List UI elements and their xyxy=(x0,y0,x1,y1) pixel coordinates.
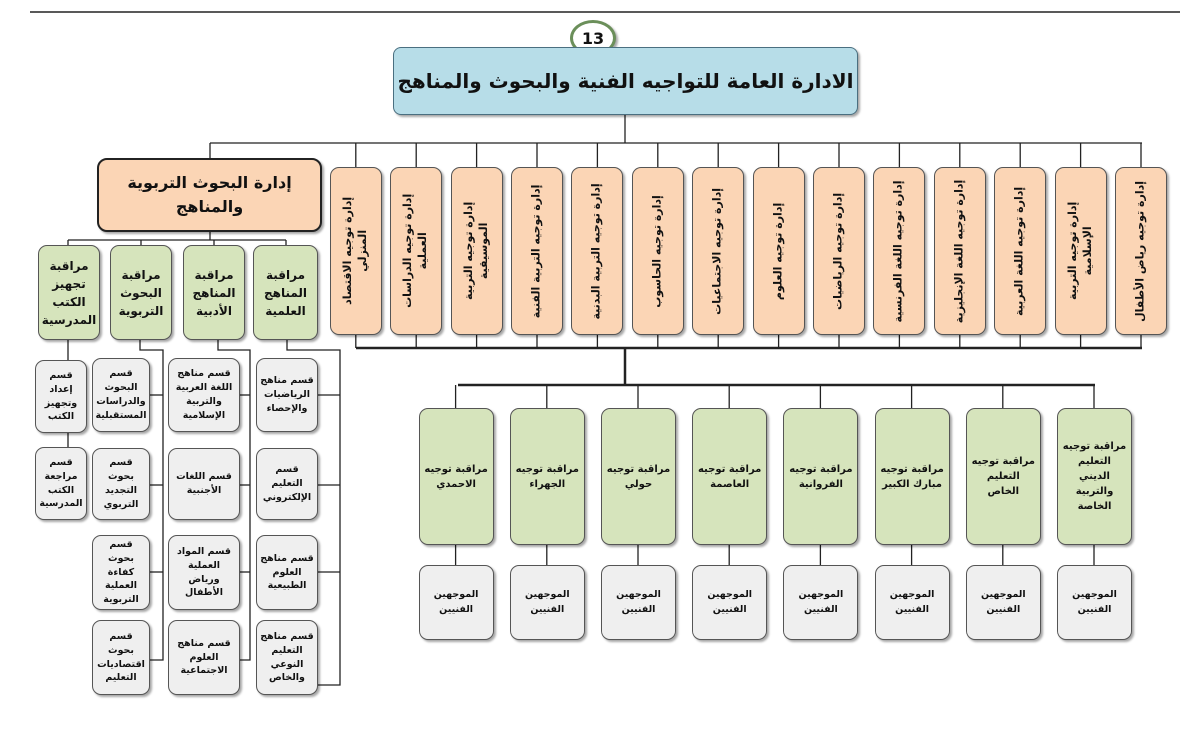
section-box: قسم بحوث كفاءة العملية التربوية xyxy=(92,535,150,610)
technical-supervisors-box: الموجهين الفنيين xyxy=(692,565,768,640)
guidance-department-box: إدارة توجيه الاقتصاد المنزلي xyxy=(329,167,382,335)
guidance-department-box: إدارة توجيه العلوم xyxy=(752,167,805,335)
guidance-department-box: إدارة توجيه التربية الفنية xyxy=(511,167,563,335)
label: إدارة توجيه الرياضيات xyxy=(831,192,845,310)
regional-supervision-box: مراقبة توجيه الجهراء xyxy=(509,408,585,545)
research-department-box: إدارة البحوث التربوية والمناهج xyxy=(97,158,322,232)
section-box: قسم التعليم الإلكتروني xyxy=(256,448,318,520)
section-box: قسم مناهج الرياضيات والإحصاء xyxy=(256,358,318,432)
section-box: قسم البحوث والدراسات المستقبلية xyxy=(92,358,150,432)
label: إدارة توجيه العلوم xyxy=(771,202,785,300)
guidance-department-box: إدارة توجيه الدراسات العملية xyxy=(390,167,443,335)
technical-supervisors-box: الموجهين الفنيين xyxy=(1057,565,1132,640)
label: إدارة توجيه رياض الأطفال xyxy=(1133,180,1147,322)
guidance-department-box: إدارة توجيه التربية الموسيقية xyxy=(450,167,503,335)
regional-supervision-box: مراقبة توجيه حولي xyxy=(601,408,676,545)
regional-supervision-box: مراقبة توجيه مبارك الكبير xyxy=(874,408,950,545)
regional-supervision-box: مراقبة توجيه التعليم الديني والتربية الخ… xyxy=(1057,408,1132,545)
technical-supervisors-box: الموجهين الفنيين xyxy=(783,565,859,640)
supervision-box: مراقبة البحوث التربوية xyxy=(110,245,172,340)
section-box: قسم مناهج اللغة العربية والتربية الإسلام… xyxy=(168,358,240,432)
label: إدارة توجيه اللغة الإنجليزية xyxy=(952,179,966,323)
label: إدارة توجيه الاجتماعيات xyxy=(710,187,724,315)
guidance-department-box: إدارة توجيه الحاسوب xyxy=(631,167,684,335)
guidance-department-box: إدارة توجيه اللغة الإنجليزية xyxy=(933,167,986,335)
section-box: قسم مناهج العلوم الطبيعية xyxy=(256,535,318,610)
label: إدارة توجيه التربية البدنية xyxy=(589,182,603,320)
technical-supervisors-box: الموجهين الفنيين xyxy=(601,565,676,640)
regional-supervision-box: مراقبة توجيه الفروانية xyxy=(783,408,859,545)
general-administration-title: الادارة العامة للتواجيه الفنية والبحوث و… xyxy=(393,47,858,115)
guidance-department-box: إدارة توجيه اللغة الفرنسية xyxy=(873,167,926,335)
label: إدارة توجيه اللغة العربية xyxy=(1012,186,1026,316)
technical-supervisors-box: الموجهين الفنيين xyxy=(509,565,585,640)
supervision-box: مراقبة المناهج الأدبية xyxy=(183,245,245,340)
guidance-department-box: إدارة توجيه التربية الإسلامية xyxy=(1054,167,1107,335)
section-box: قسم مناهج العلوم الاجتماعية xyxy=(168,620,240,695)
label: إدارة توجيه اللغة الفرنسية xyxy=(891,179,905,323)
guidance-department-box: إدارة توجيه التربية البدنية xyxy=(571,167,624,335)
regional-supervision-box: مراقبة توجيه التعليم الخاص xyxy=(965,408,1041,545)
supervision-box: مراقبة المناهج العلمية xyxy=(253,245,318,340)
supervision-box: مراقبة تجهيز الكتب المدرسية xyxy=(38,245,100,340)
regional-supervision-box: مراقبة توجيه الاحمدي xyxy=(418,408,494,545)
guidance-department-box: إدارة توجيه رياض الأطفال xyxy=(1115,167,1167,335)
label: إدارة توجيه التربية الموسيقية xyxy=(461,201,490,301)
section-box: قسم اللغات الأجنبية xyxy=(168,448,240,520)
label: إدارة توجيه الدراسات العملية xyxy=(401,193,430,309)
guidance-department-box: إدارة توجيه الاجتماعيات xyxy=(692,167,745,335)
section-box: قسم المواد العملية ورياض الأطفال xyxy=(168,535,240,610)
guidance-department-box: إدارة توجيه اللغة العربية xyxy=(994,167,1047,335)
technical-supervisors-box: الموجهين الفنيين xyxy=(965,565,1041,640)
section-box: قسم بحوث التجديد التربوي xyxy=(92,448,150,520)
label: إدارة توجيه التربية الفنية xyxy=(529,184,543,318)
section-box: قسم بحوث اقتصاديات التعليم xyxy=(92,620,150,695)
section-box: قسم مناهج التعليم النوعي والخاص xyxy=(256,620,318,695)
technical-supervisors-box: الموجهين الفنيين xyxy=(418,565,494,640)
regional-supervision-box: مراقبة توجيه العاصمة xyxy=(692,408,768,545)
label: إدارة توجيه التربية الإسلامية xyxy=(1065,201,1094,301)
section-box: قسم إعداد وتجهيز الكتب xyxy=(35,360,87,433)
label: إدارة توجيه الحاسوب xyxy=(650,194,664,308)
section-box: قسم مراجعة الكتب المدرسية xyxy=(35,447,87,520)
label: إدارة توجيه الاقتصاد المنزلي xyxy=(340,196,369,306)
technical-supervisors-box: الموجهين الفنيين xyxy=(874,565,950,640)
guidance-department-box: إدارة توجيه الرياضيات xyxy=(813,167,865,335)
